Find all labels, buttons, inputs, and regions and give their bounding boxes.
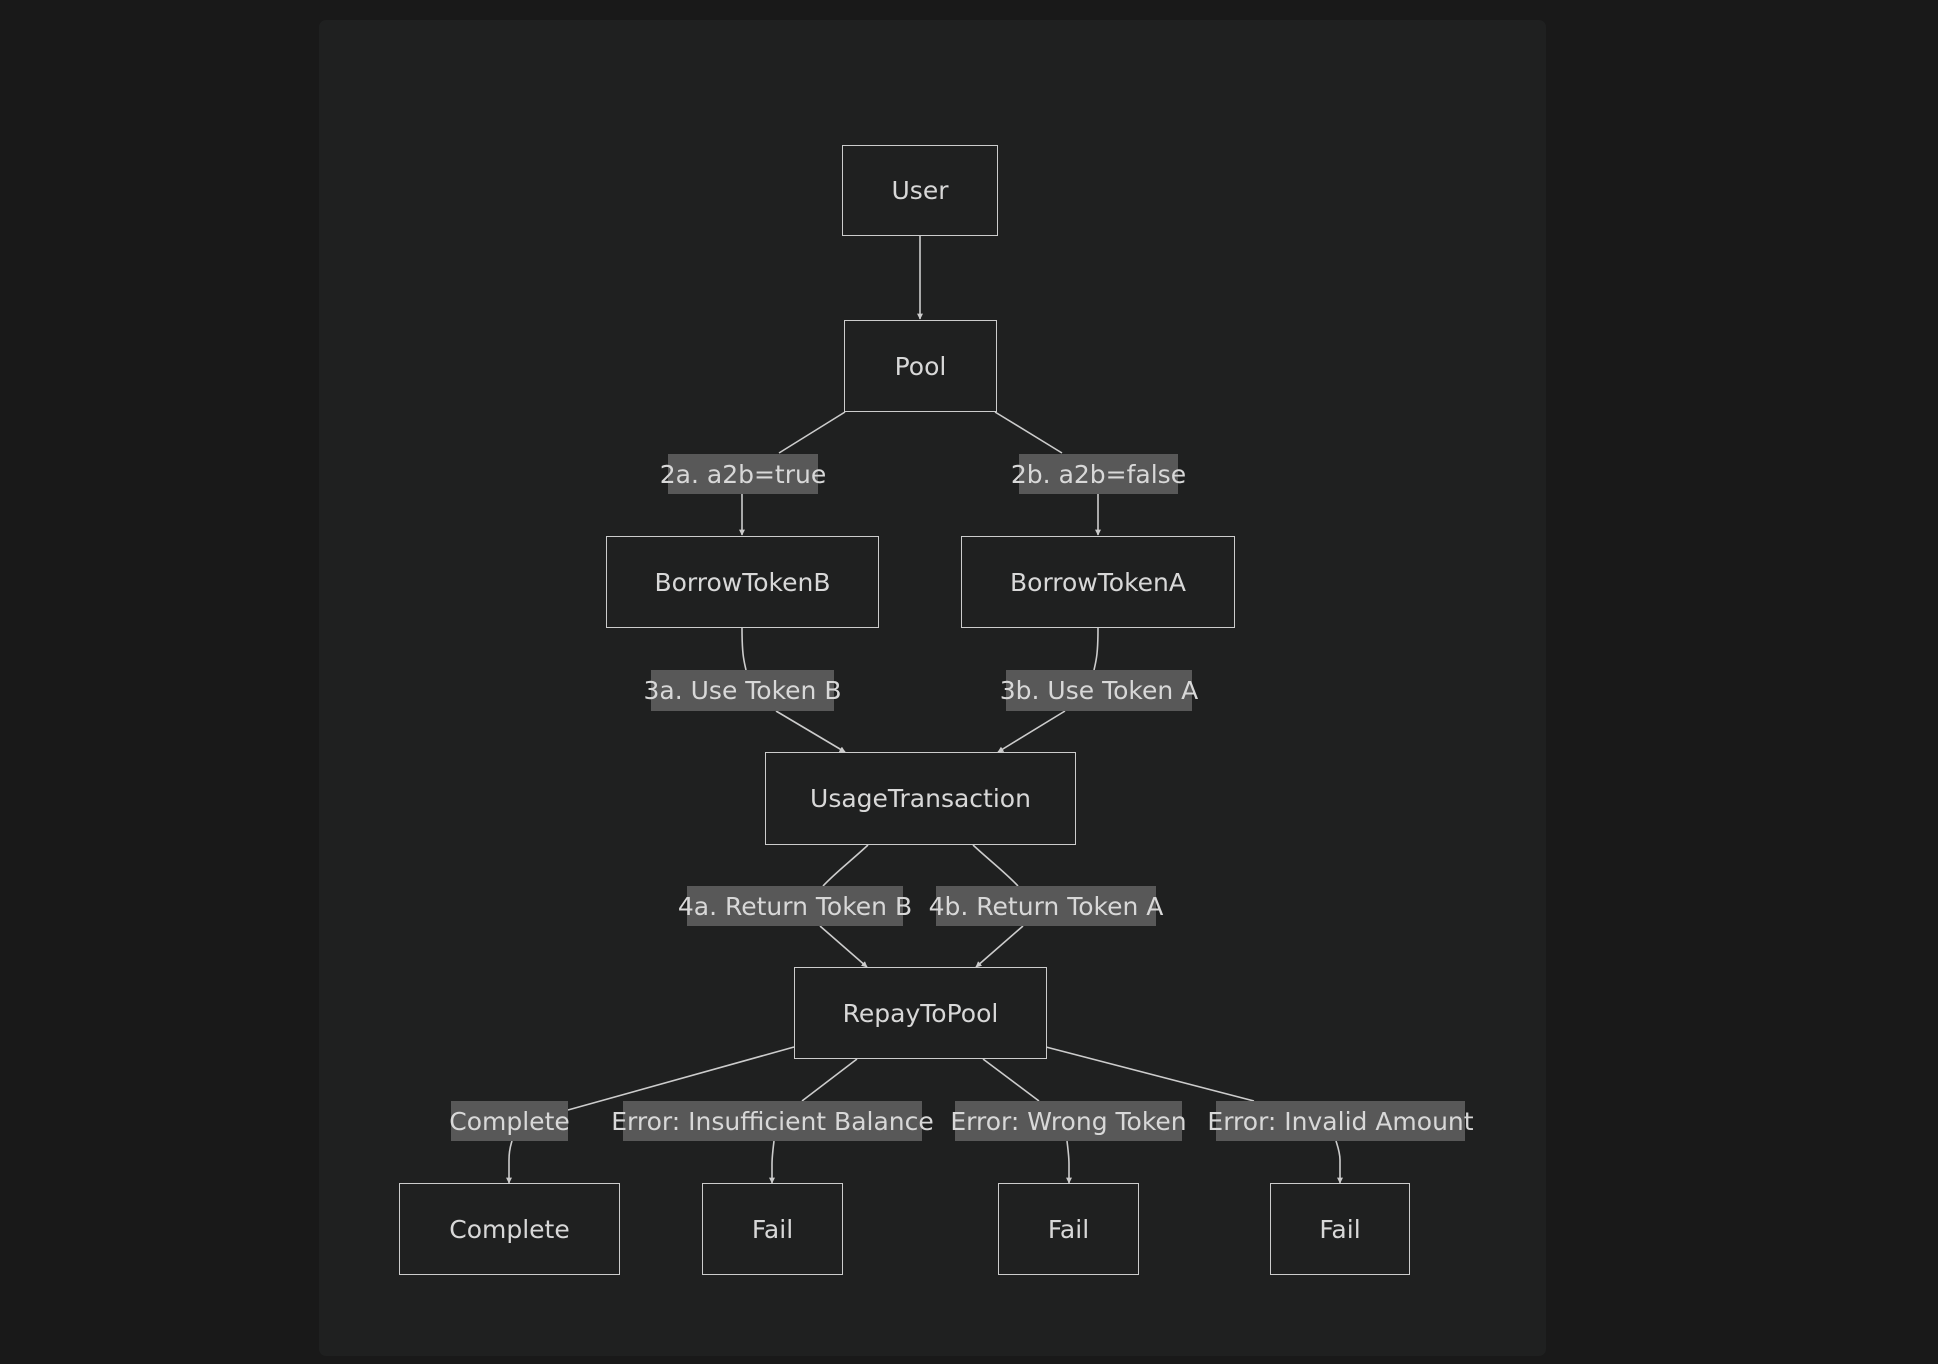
edge-repay-complete-arrow xyxy=(506,1140,513,1184)
edge-label-3b: 3b. Use Token A xyxy=(1000,670,1198,711)
edge-label-4b: 4b. Return Token A xyxy=(929,886,1163,926)
edge-repay-fail-3 xyxy=(1045,1046,1255,1102)
edge-borrowtokena-usage-arrow xyxy=(997,710,1066,753)
edge-borrowtokena-usage xyxy=(1093,627,1099,671)
node-fail-insufficient-balance: Fail xyxy=(702,1183,843,1275)
node-fail-invalid-amount: Fail xyxy=(1270,1183,1410,1275)
node-pool: Pool xyxy=(844,320,997,412)
edge-label-4a: 4a. Return Token B xyxy=(678,886,912,926)
edge-usage-repay-4b-arrow xyxy=(975,925,1024,968)
edge-label-invalid-amount: Error: Invalid Amount xyxy=(1207,1101,1474,1141)
edge-label-wrong-token: Error: Wrong Token xyxy=(950,1101,1187,1141)
edge-repay-fail-3-arrow xyxy=(1335,1140,1343,1184)
edge-borrowtokenb-usage xyxy=(741,627,747,671)
edge-usage-repay-4a xyxy=(822,844,869,887)
edge-repay-fail-1-arrow xyxy=(769,1140,775,1184)
edge-repay-fail-1 xyxy=(801,1058,858,1102)
node-complete: Complete xyxy=(399,1183,620,1275)
edge-label-insufficient-balance: Error: Insufficient Balance xyxy=(611,1101,934,1141)
edge-usage-repay-4a-arrow xyxy=(819,925,868,968)
node-repay-to-pool: RepayToPool xyxy=(794,967,1047,1059)
node-usage-transaction: UsageTransaction xyxy=(765,752,1076,845)
edge-borrowtokenb-usage-arrow xyxy=(775,710,846,753)
node-borrow-token-b: BorrowTokenB xyxy=(606,536,879,628)
edge-pool-borrowtokena xyxy=(994,411,1063,454)
edge-repay-fail-2-arrow xyxy=(1066,1140,1072,1184)
edge-pool-borrowtokenb xyxy=(778,411,846,454)
node-user: User xyxy=(842,145,998,236)
edge-repay-fail-2 xyxy=(982,1058,1040,1102)
edge-label-3a: 3a. Use Token B xyxy=(644,670,842,711)
edge-repay-complete xyxy=(567,1046,795,1111)
edge-label-complete: Complete xyxy=(449,1101,570,1141)
node-fail-wrong-token: Fail xyxy=(998,1183,1139,1275)
node-borrow-token-a: BorrowTokenA xyxy=(961,536,1235,628)
edge-label-2b: 2b. a2b=false xyxy=(1011,454,1186,494)
edge-usage-repay-4b xyxy=(972,844,1019,887)
edge-label-2a: 2a. a2b=true xyxy=(660,454,826,494)
